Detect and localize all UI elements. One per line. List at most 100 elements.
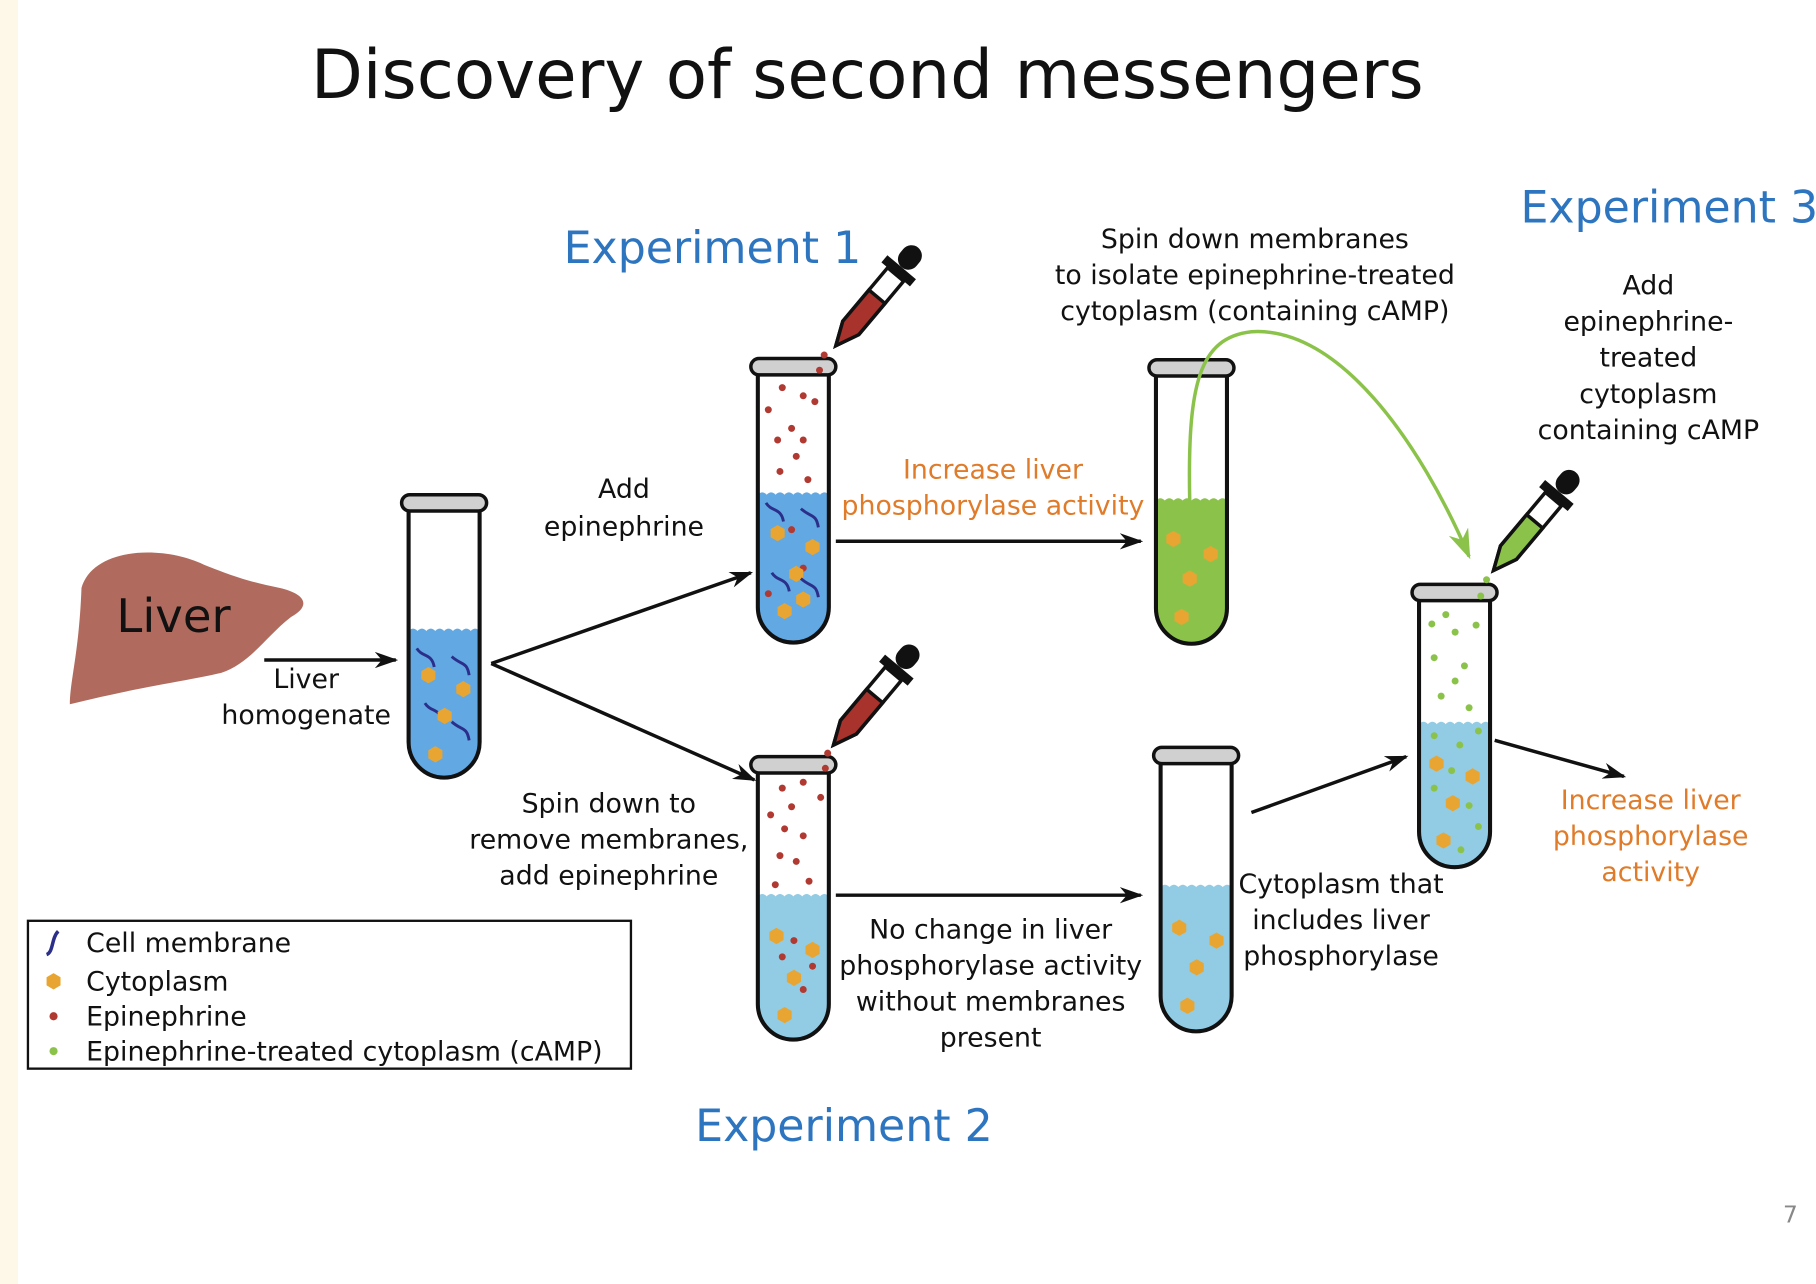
tube-liquid bbox=[408, 628, 480, 778]
drop bbox=[1483, 576, 1491, 584]
homogenate-label-line: homogenate bbox=[221, 700, 391, 731]
cytoplasm-particle bbox=[1429, 755, 1444, 772]
camp-dot bbox=[1448, 767, 1456, 775]
increase-exp1-label-line: Increase liver bbox=[903, 454, 1083, 485]
legend-label: Cytoplasm bbox=[86, 967, 228, 998]
camp-dot bbox=[1428, 620, 1436, 628]
membrane-icon bbox=[45, 930, 60, 957]
spin-remove-label-line: Spin down to bbox=[522, 789, 697, 820]
epinephrine-dot bbox=[790, 937, 798, 945]
add-treated-label-line: epinephrine- bbox=[1563, 307, 1733, 338]
camp-dot bbox=[1465, 802, 1473, 810]
experiment-1-label: Experiment 1 bbox=[564, 223, 862, 274]
epinephrine-dot bbox=[804, 476, 812, 484]
legend-label: Cell membrane bbox=[86, 928, 291, 959]
cytoplasm-particle bbox=[1180, 997, 1195, 1014]
add-epinephrine-label-line: epinephrine bbox=[544, 511, 704, 542]
epinephrine-dot bbox=[792, 452, 800, 460]
epinephrine-dot bbox=[817, 793, 825, 801]
membrane-fragment bbox=[799, 577, 820, 598]
membrane-fragment bbox=[764, 502, 785, 522]
camp-dot bbox=[1465, 704, 1473, 712]
drop bbox=[816, 366, 824, 374]
membrane-fragment bbox=[415, 647, 436, 668]
drop bbox=[1477, 592, 1485, 600]
cytoplasm-particle bbox=[421, 667, 436, 684]
cytoplasm-particle bbox=[1174, 608, 1189, 626]
cytoplasm-particle bbox=[769, 927, 784, 945]
green-dot-icon bbox=[49, 1047, 58, 1056]
dropper-exp1 bbox=[833, 245, 922, 349]
homogenate-label-line: Liver bbox=[273, 664, 339, 695]
liver-label: Liver bbox=[116, 589, 231, 643]
no-change-label-line: No change in liver bbox=[869, 914, 1112, 945]
membrane-fragment bbox=[799, 507, 820, 528]
epinephrine-dot bbox=[778, 953, 786, 961]
epinephrine-dot bbox=[778, 384, 786, 392]
camp-dot bbox=[1451, 677, 1459, 685]
tube-liquid bbox=[1419, 721, 1491, 868]
cytoplasm-particle bbox=[1166, 530, 1181, 548]
spin-membranes-label-line: cytoplasm (containing cAMP) bbox=[1060, 296, 1449, 327]
epinephrine-dot bbox=[764, 406, 772, 414]
camp-dot bbox=[1474, 727, 1482, 735]
epinephrine-dot bbox=[811, 398, 819, 406]
dropper-exp2 bbox=[830, 644, 920, 749]
membrane-fragment bbox=[770, 571, 791, 592]
increase-exp1-label-line: phosphorylase activity bbox=[842, 491, 1145, 522]
tube-cap bbox=[1147, 357, 1236, 378]
camp-dot bbox=[1442, 611, 1450, 619]
epinephrine-dot bbox=[805, 877, 813, 885]
increase-exp3-label-line: phosphorylase bbox=[1553, 821, 1749, 852]
arrow-to-exp2 bbox=[490, 661, 757, 782]
epinephrine-dot bbox=[809, 962, 817, 970]
cytoplasm-particle bbox=[1189, 959, 1204, 976]
camp-dot bbox=[1472, 621, 1480, 629]
cytoplasm-includes-label-line: Cytoplasm that bbox=[1238, 869, 1443, 900]
camp-dot bbox=[1430, 654, 1438, 662]
epinephrine-dot bbox=[767, 811, 775, 819]
arrow-exp3-result bbox=[1494, 738, 1627, 779]
no-change-label-line: without membranes bbox=[856, 986, 1126, 1017]
membrane-fragment bbox=[450, 720, 471, 741]
dropper-exp3 bbox=[1490, 469, 1580, 574]
camp-dot bbox=[1457, 846, 1465, 854]
tube-green bbox=[1147, 357, 1236, 646]
epinephrine-dot bbox=[799, 778, 807, 786]
red-dot-icon bbox=[49, 1012, 58, 1021]
tube-exp1 bbox=[749, 356, 838, 645]
camp-dot bbox=[1430, 732, 1438, 740]
tube-homogenate bbox=[399, 492, 489, 780]
tube-cap bbox=[1151, 745, 1241, 766]
camp-dot bbox=[1460, 662, 1468, 670]
liver-image: Liver bbox=[69, 552, 304, 705]
camp-dot bbox=[1437, 692, 1445, 700]
add-treated-label-line: treated bbox=[1599, 343, 1697, 374]
epinephrine-dot bbox=[799, 392, 807, 400]
legend: Cell membrane Cytoplasm Epinephrine Epin… bbox=[26, 919, 633, 1070]
epinephrine-dot bbox=[776, 852, 784, 860]
epinephrine-dot bbox=[778, 784, 786, 792]
increase-exp3-label-line: Increase liver bbox=[1561, 785, 1741, 816]
membrane-fragment bbox=[450, 655, 471, 676]
page-number: 7 bbox=[1783, 1201, 1798, 1228]
cytoplasm-particle bbox=[796, 591, 811, 608]
tube-liquid bbox=[1160, 884, 1232, 1032]
green-transfer-arrow bbox=[1187, 330, 1471, 560]
epinephrine-dot bbox=[788, 526, 796, 534]
cytoplasm-particle bbox=[770, 525, 785, 542]
tube-liquid bbox=[1155, 498, 1227, 644]
cytoplasm-particle bbox=[1209, 932, 1224, 949]
epinephrine-dot bbox=[781, 825, 789, 833]
tube-exp3 bbox=[1410, 582, 1499, 870]
tube-cap bbox=[1410, 582, 1499, 603]
cytoplasm-particle bbox=[1203, 545, 1218, 563]
cytoplasm-particle bbox=[777, 603, 792, 620]
spin-remove-label-line: remove membranes, bbox=[469, 825, 748, 856]
drop bbox=[821, 764, 829, 772]
epinephrine-dot bbox=[774, 436, 782, 444]
tube-cytoplasm bbox=[1151, 745, 1241, 1034]
cytoplasm-particle bbox=[805, 941, 820, 959]
cytoplasm-includes-label-line: includes liver bbox=[1252, 905, 1430, 936]
